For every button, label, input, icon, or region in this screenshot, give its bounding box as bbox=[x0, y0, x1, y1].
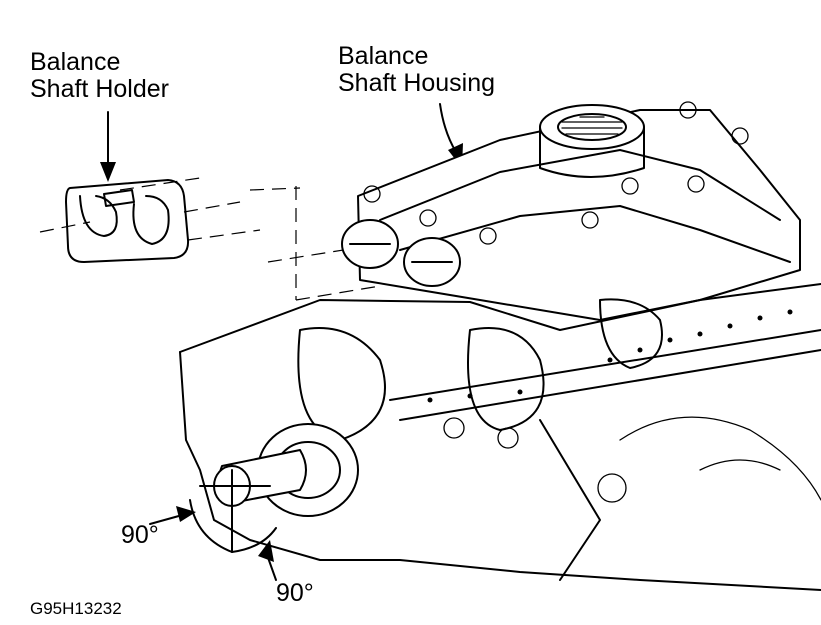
angle-label-right: 90° bbox=[276, 579, 314, 607]
balance-shaft-holder bbox=[39, 177, 261, 263]
housing-label-line-1: Balance bbox=[338, 42, 429, 70]
holder-label-line-1: Balance bbox=[30, 48, 121, 76]
alignment-lines bbox=[249, 186, 381, 301]
angle-label-left: 90° bbox=[121, 521, 159, 549]
engine-block bbox=[179, 283, 821, 591]
holder-leader-arrow bbox=[100, 111, 116, 182]
housing-label-line-2: Shaft Housing bbox=[338, 69, 496, 97]
balance-shaft-housing-label: Balance Shaft Housing bbox=[338, 43, 495, 97]
balance-shaft-housing bbox=[341, 101, 801, 321]
holder-label-line-2: Shaft Holder bbox=[30, 75, 169, 103]
balance-shaft-holder-label: Balance Shaft Holder bbox=[30, 49, 169, 103]
figure-id-label: G95H13232 bbox=[30, 599, 122, 618]
crankshaft-nose bbox=[149, 423, 359, 581]
